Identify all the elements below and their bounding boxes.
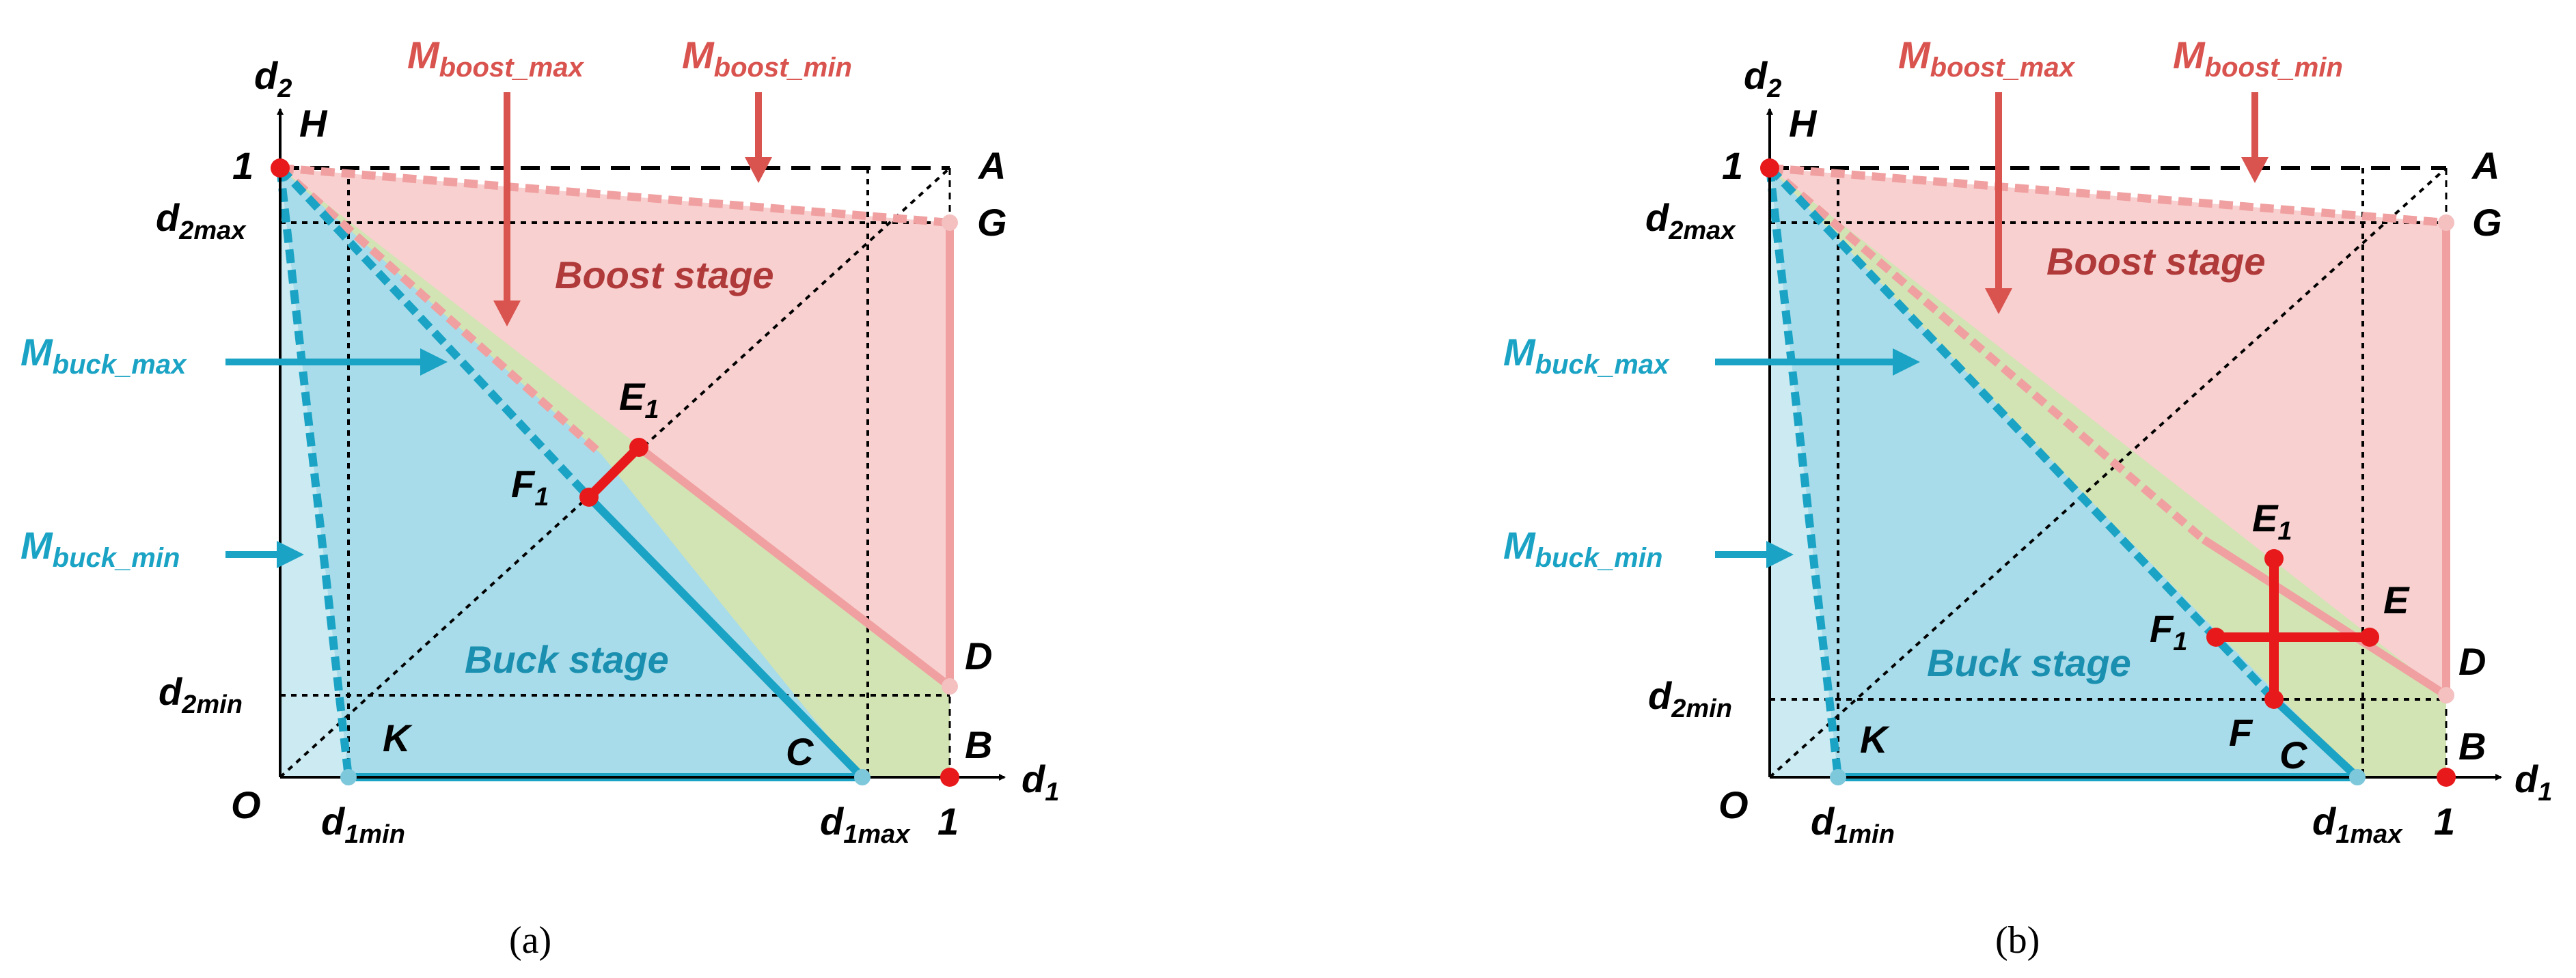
label-buck-stage: Buck stage xyxy=(1927,641,2131,684)
label-d2max: d2max xyxy=(1645,196,1736,245)
point-K xyxy=(340,769,357,785)
label-A: A xyxy=(977,144,1006,187)
label-d1max: d1max xyxy=(820,800,911,849)
arrowhead-boost-max xyxy=(493,301,521,326)
label-K: K xyxy=(1860,718,1890,761)
arrowhead-buck-min xyxy=(1766,541,1794,568)
label-E: E xyxy=(2383,578,2410,621)
label-buck-max: Mbuck_max xyxy=(1503,331,1670,380)
label-d1: d1 xyxy=(2515,757,2552,807)
label-d2: d2 xyxy=(1744,54,1781,103)
panel-a: Mboost_max Mboost_min Mbuck_max Mbuck_mi… xyxy=(20,33,1059,962)
point-B xyxy=(2437,768,2456,787)
point-G xyxy=(942,214,958,231)
label-boost-min: Mboost_min xyxy=(2173,33,2343,83)
label-one-y: 1 xyxy=(232,144,254,187)
point-H xyxy=(271,158,290,178)
caption-b: (b) xyxy=(1995,919,2040,962)
label-B: B xyxy=(2458,725,2486,768)
label-H: H xyxy=(299,102,328,145)
point-D xyxy=(942,678,958,695)
label-buck-min: Mbuck_min xyxy=(1503,524,1662,573)
label-K: K xyxy=(383,716,413,759)
e1f1-segment xyxy=(586,444,642,501)
point-E xyxy=(2360,628,2379,647)
label-d2min: d2min xyxy=(1648,674,1732,723)
label-O: O xyxy=(1718,783,1749,826)
label-d1max: d1max xyxy=(2312,800,2403,849)
arrowhead-buck-max xyxy=(1893,348,1920,376)
point-K xyxy=(1830,769,1846,785)
label-buck-max: Mbuck_max xyxy=(20,331,187,380)
point-E1 xyxy=(629,438,648,457)
label-boost-max: Mboost_max xyxy=(1898,33,2076,83)
label-d1: d1 xyxy=(1022,757,1059,807)
label-d2max: d2max xyxy=(156,196,247,245)
label-C: C xyxy=(786,730,814,773)
label-boost-min: Mboost_min xyxy=(682,33,852,83)
point-C xyxy=(2349,769,2366,785)
label-one-x: 1 xyxy=(937,800,959,843)
point-H xyxy=(1760,158,1779,178)
label-d2min: d2min xyxy=(159,670,243,719)
point-E1 xyxy=(2264,549,2284,568)
label-d1min: d1min xyxy=(1811,800,1895,849)
boost-max-line-dashed xyxy=(277,165,604,458)
arrowhead-boost-max xyxy=(1985,288,2012,314)
boost-min-line xyxy=(1769,164,2447,227)
label-one-y: 1 xyxy=(1722,144,1743,187)
label-G: G xyxy=(977,201,1007,244)
label-buck-min: Mbuck_min xyxy=(20,524,180,573)
point-F1 xyxy=(579,488,599,507)
label-E1: E1 xyxy=(619,375,659,424)
label-F1: F1 xyxy=(2150,607,2187,656)
boost-max-line-solid xyxy=(2201,535,2449,699)
label-G: G xyxy=(2472,201,2502,244)
boost-min-line xyxy=(279,164,950,227)
label-buck-stage: Buck stage xyxy=(465,638,669,681)
point-B xyxy=(940,768,959,787)
point-G xyxy=(2438,214,2454,231)
label-C: C xyxy=(2279,734,2308,777)
label-O: O xyxy=(231,783,261,826)
label-boost-max: Mboost_max xyxy=(407,33,585,83)
label-F: F xyxy=(2229,711,2253,754)
boost-max-line-dashed xyxy=(1767,165,2206,543)
arrowhead-buck-max xyxy=(420,348,448,376)
point-C xyxy=(854,769,871,785)
caption-a: (a) xyxy=(509,919,551,962)
arrowhead-boost-min xyxy=(745,157,772,183)
buck-max-line-solid xyxy=(2271,696,2361,781)
buck-max-line-solid xyxy=(586,494,866,781)
label-d2: d2 xyxy=(254,54,292,103)
label-A: A xyxy=(2471,144,2499,187)
label-E1: E1 xyxy=(2252,497,2292,546)
point-F1 xyxy=(2206,628,2225,647)
label-D: D xyxy=(2458,640,2486,683)
arrowhead-buck-min xyxy=(277,541,304,568)
panel-b: Mboost_max Mboost_min Mbuck_max Mbuck_mi… xyxy=(1503,33,2552,962)
label-boost-stage: Boost stage xyxy=(2046,240,2266,283)
buck-max-line-dashed xyxy=(277,165,592,501)
arrowhead-boost-min xyxy=(2241,157,2269,183)
label-B: B xyxy=(965,723,992,766)
point-F xyxy=(2264,690,2284,709)
label-d1min: d1min xyxy=(321,800,405,849)
point-D xyxy=(2438,687,2454,703)
label-F1: F1 xyxy=(511,462,549,512)
boost-max-line-solid xyxy=(636,444,953,690)
diagonal-OA xyxy=(1768,167,2448,779)
label-D: D xyxy=(965,634,992,677)
label-boost-stage: Boost stage xyxy=(555,253,774,296)
label-H: H xyxy=(1789,102,1818,145)
label-one-x: 1 xyxy=(2434,800,2455,843)
